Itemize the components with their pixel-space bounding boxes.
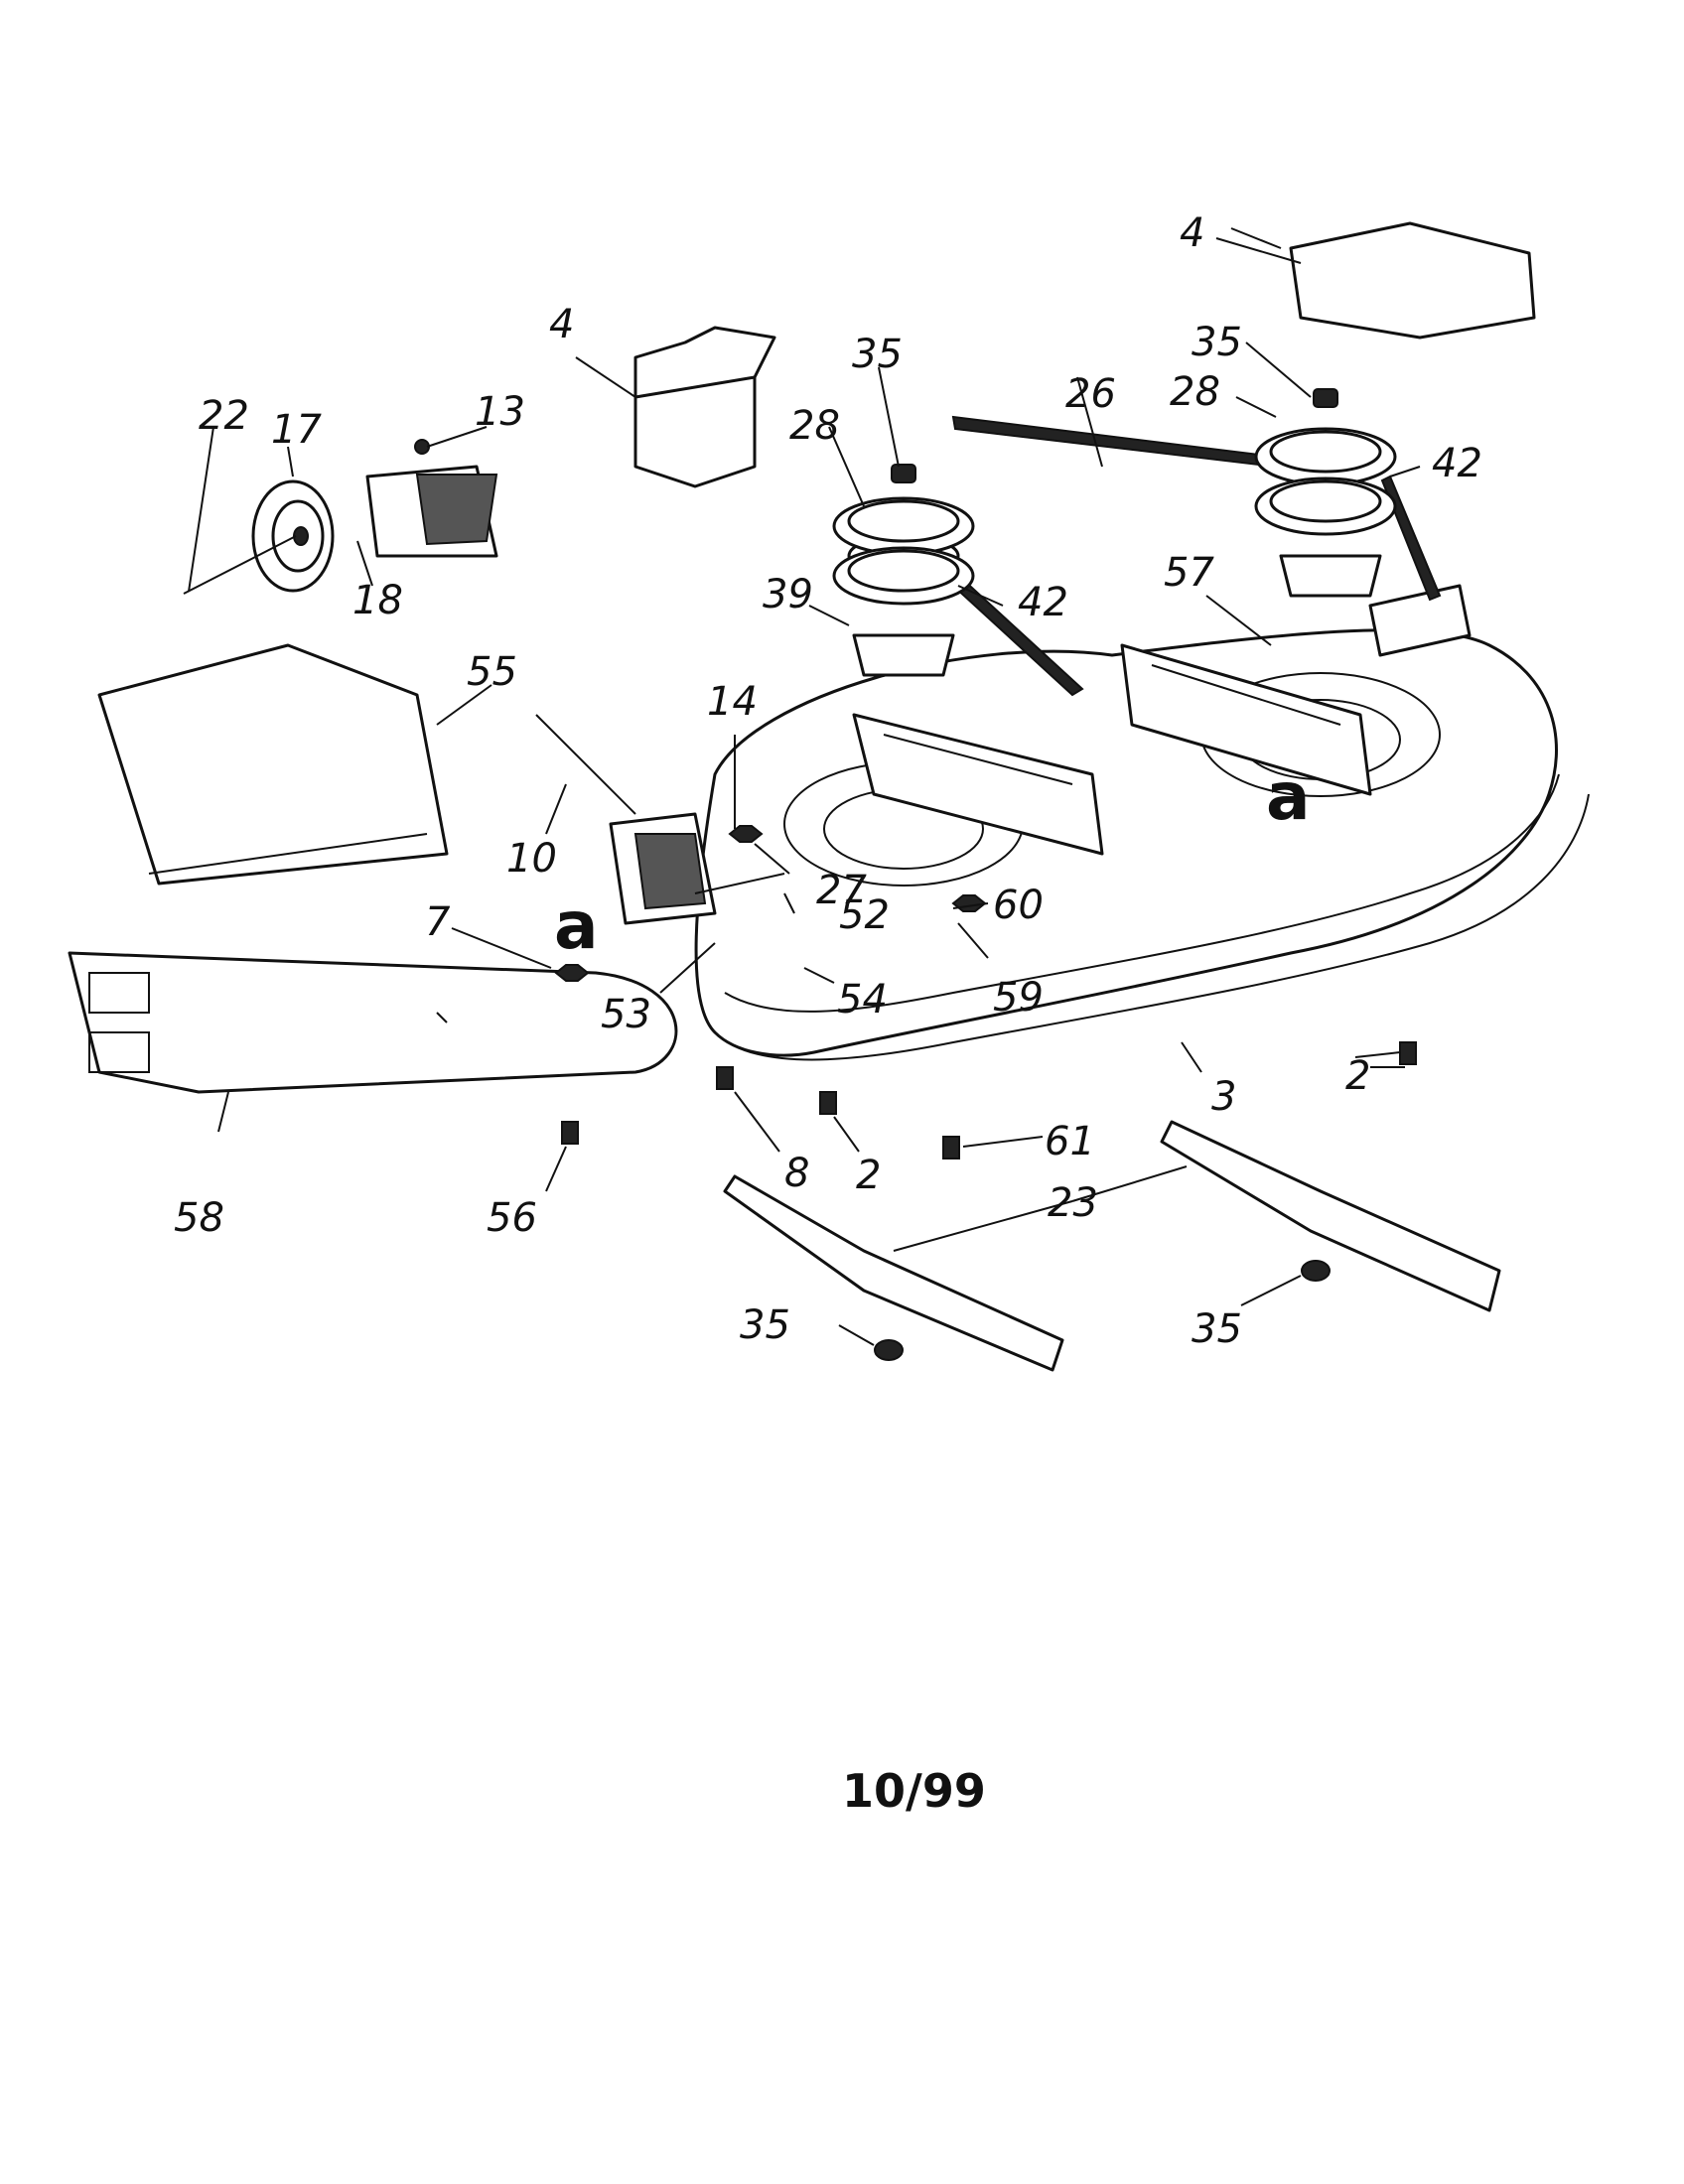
- date-code: 10/99: [842, 1764, 986, 1818]
- discharge-chute: [97, 643, 449, 886]
- callout-35-right-nut: 35: [1192, 320, 1242, 365]
- callout-26-belt: 26: [1065, 371, 1116, 417]
- callout-2-left-bolt: 2: [856, 1153, 881, 1198]
- callout-59: 59: [993, 975, 1044, 1021]
- callout-53: 53: [601, 992, 651, 1037]
- callout-4-left-cover: 4: [549, 302, 574, 347]
- callout-8: 8: [784, 1151, 809, 1196]
- baffle-bracket-left: [852, 713, 1104, 856]
- callout-35-left-nut: 35: [852, 332, 903, 377]
- callout-3-deck: 3: [1211, 1074, 1236, 1120]
- callout-18: 18: [352, 578, 403, 623]
- callout-10: 10: [506, 836, 557, 882]
- callout-54: 54: [837, 977, 888, 1023]
- callout-58-mulch-shield: 58: [174, 1195, 224, 1241]
- callout-42-right-pulley: 42: [1432, 441, 1482, 486]
- callout-2-right-bolt: 2: [1345, 1053, 1370, 1099]
- hardware: [554, 825, 1417, 1361]
- callout-52: 52: [839, 892, 890, 938]
- callout-23-blades: 23: [1048, 1180, 1098, 1226]
- callout-7: 7: [425, 899, 451, 945]
- blade-right: [1160, 1120, 1501, 1312]
- callout-35-right-blade-nut: 35: [1192, 1306, 1242, 1352]
- callout-61: 61: [1045, 1119, 1095, 1164]
- callout-22-bolt: 22: [199, 393, 249, 439]
- deflector-hinge: [535, 714, 785, 925]
- callout-14: 14: [707, 679, 758, 725]
- reference-letter-a-left: a: [554, 887, 599, 964]
- leader-lines: [188, 227, 1421, 1346]
- callout-28-left-pulley: 28: [789, 403, 840, 449]
- drive-belt: [951, 415, 1442, 697]
- callout-13: 13: [475, 389, 525, 435]
- callout-4-right-cover: 4: [1180, 210, 1204, 256]
- spindle-left: [832, 464, 975, 677]
- callout-57: 57: [1164, 550, 1214, 596]
- callout-17-idler: 17: [271, 407, 322, 453]
- callout-27: 27: [816, 868, 867, 913]
- callout-42-left-pulley: 42: [1018, 580, 1068, 625]
- baffle-bracket-right: [1120, 643, 1372, 796]
- spindle-cover-right: [1289, 221, 1536, 340]
- idler-pulley-assembly: [183, 439, 498, 595]
- blade-left: [723, 1174, 1064, 1372]
- callout-56: 56: [487, 1195, 537, 1241]
- callout-55-chute: 55: [467, 649, 517, 695]
- callout-35-left-blade-nut: 35: [740, 1302, 790, 1348]
- callout-28-right-pulley: 28: [1170, 369, 1220, 415]
- callout-60: 60: [993, 883, 1044, 928]
- mulch-shield: [68, 951, 678, 1094]
- spindle-cover-left: [633, 326, 776, 488]
- reference-letter-a-right: a: [1266, 758, 1311, 835]
- callout-39-spindle: 39: [763, 572, 813, 617]
- spindle-right: [1254, 388, 1397, 598]
